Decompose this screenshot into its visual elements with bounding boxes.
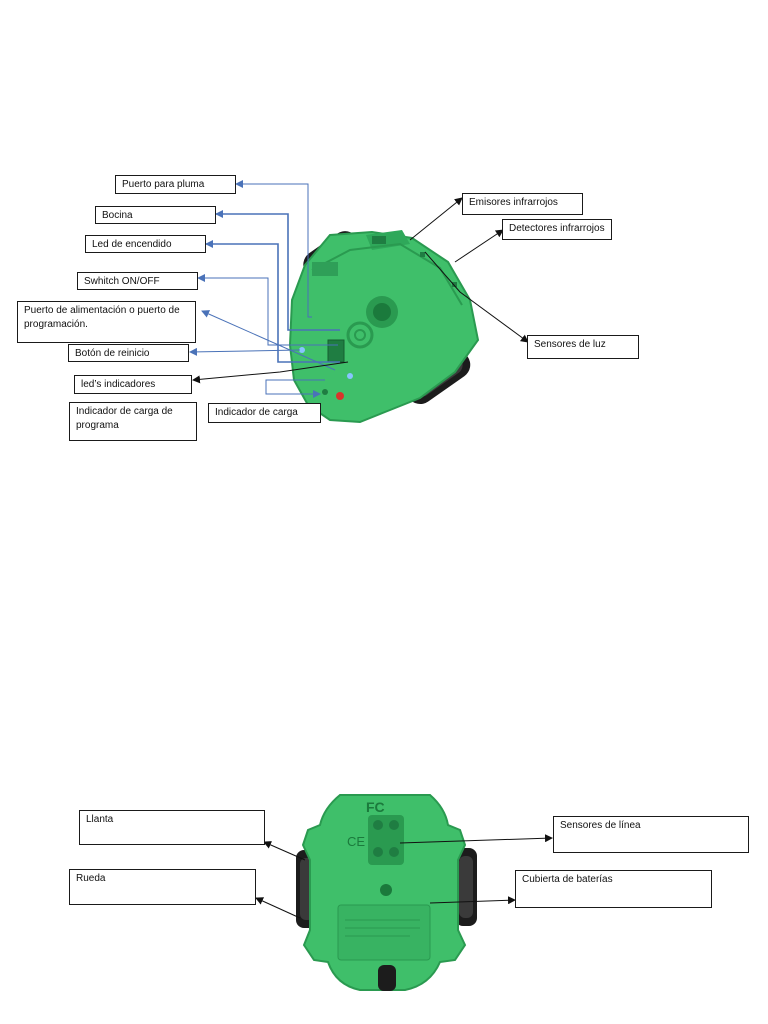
label-puerto-de-alimentacion: Puerto de alimentación o puerto de progr… xyxy=(17,301,196,343)
robot-bottom-image: FC CE xyxy=(296,794,477,991)
label-puerto-para-pluma: Puerto para pluma xyxy=(115,175,236,194)
label-led-de-encendido: Led de encendido xyxy=(85,235,206,253)
leader-lines-bottom xyxy=(255,834,553,919)
label-detectores-infrarrojos: Detectores infrarrojos xyxy=(502,219,612,240)
label-cubierta-de-baterias: Cubierta de baterías xyxy=(515,870,712,908)
svg-text:CE: CE xyxy=(347,834,365,849)
label-leds-indicadores: led’s indicadores xyxy=(74,375,192,394)
label-sensores-de-linea: Sensores de línea xyxy=(553,816,749,853)
label-sensores-de-luz: Sensores de luz xyxy=(527,335,639,359)
label-indicador-de-carga: Indicador de carga xyxy=(208,403,321,423)
svg-text:FC: FC xyxy=(366,799,385,815)
label-indicador-de-carga-de-programa: Indicador de carga de programa xyxy=(69,402,197,441)
label-llanta: Llanta xyxy=(79,810,265,845)
label-switch-on-off: Swhitch ON/OFF xyxy=(77,272,198,290)
robot-top-image xyxy=(288,230,480,424)
leader-lines-top xyxy=(189,180,529,398)
label-rueda: Rueda xyxy=(69,869,256,905)
label-boton-de-reinicio: Botón de reinicio xyxy=(68,344,189,362)
label-emisores-infrarrojos: Emisores infrarrojos xyxy=(462,193,583,215)
label-bocina: Bocina xyxy=(95,206,216,224)
